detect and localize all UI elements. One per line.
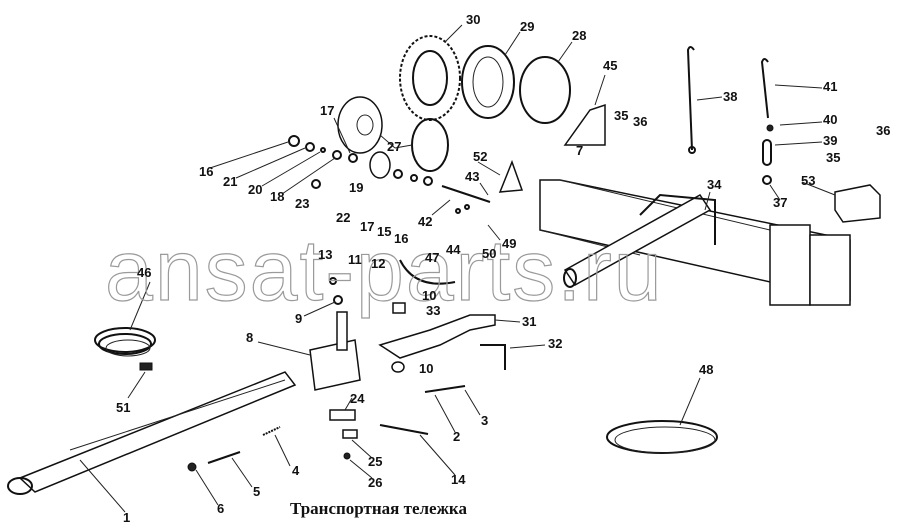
part-label: 16 bbox=[199, 164, 213, 179]
part-label: 1 bbox=[123, 510, 130, 525]
part-label: 47 bbox=[425, 250, 439, 265]
part-label: 8 bbox=[246, 330, 253, 345]
leader-lines bbox=[79, 24, 836, 513]
cable-parts bbox=[94, 259, 718, 454]
part-label: 17 bbox=[360, 219, 374, 234]
part-label: 49 bbox=[502, 236, 516, 251]
part-label: 25 bbox=[368, 454, 382, 469]
part-label: 35 bbox=[614, 108, 628, 123]
part-label: 12 bbox=[371, 256, 385, 271]
part-label: 21 bbox=[223, 174, 237, 189]
part-label: 16 bbox=[394, 231, 408, 246]
rim-part bbox=[411, 118, 449, 172]
parts-drawing bbox=[7, 35, 881, 495]
fasteners bbox=[288, 135, 470, 305]
part-label: 4 bbox=[292, 463, 300, 478]
part-label: 33 bbox=[426, 303, 440, 318]
tail-light-part bbox=[834, 184, 881, 223]
part-label: 35 bbox=[826, 150, 840, 165]
rim-band-part bbox=[519, 56, 571, 124]
part-label: 37 bbox=[773, 195, 787, 210]
part-label: 30 bbox=[466, 12, 480, 27]
part-label: 9 bbox=[295, 311, 302, 326]
part-label: 50 bbox=[482, 246, 496, 261]
wheel-chock-part bbox=[563, 103, 606, 146]
part-label: 24 bbox=[350, 391, 365, 406]
part-label: 14 bbox=[451, 472, 466, 487]
frame-part bbox=[539, 179, 851, 306]
part-label: 10 bbox=[422, 288, 436, 303]
part-label: 26 bbox=[368, 475, 382, 490]
part-label: 27 bbox=[387, 139, 401, 154]
part-label: 17 bbox=[320, 103, 334, 118]
part-label: 39 bbox=[823, 133, 837, 148]
part-label: 45 bbox=[603, 58, 617, 73]
part-label: 42 bbox=[418, 214, 432, 229]
part-label: 31 bbox=[522, 314, 536, 329]
part-label: 52 bbox=[473, 149, 487, 164]
wheel-disc-part bbox=[337, 96, 383, 154]
part-label: 2 bbox=[453, 429, 460, 444]
part-label: 15 bbox=[377, 224, 391, 239]
part-label: 40 bbox=[823, 112, 837, 127]
part-label: 32 bbox=[548, 336, 562, 351]
part-label: 46 bbox=[137, 265, 151, 280]
drawbar-part bbox=[7, 371, 297, 495]
part-label: 48 bbox=[699, 362, 713, 377]
part-label: 20 bbox=[248, 182, 262, 197]
part-labels: 30 29 28 45 38 41 40 39 36 35 53 37 34 3… bbox=[116, 12, 890, 525]
tire-part bbox=[399, 35, 461, 121]
part-label: 43 bbox=[465, 169, 479, 184]
part-label: 34 bbox=[707, 177, 722, 192]
part-label: 18 bbox=[270, 189, 284, 204]
part-label: 11 bbox=[348, 252, 362, 267]
part-label: 5 bbox=[253, 484, 260, 499]
watermark: ansat-parts.ru bbox=[105, 223, 664, 319]
part-label: 19 bbox=[349, 180, 363, 195]
rod-part bbox=[686, 46, 695, 151]
part-label: 36 bbox=[633, 114, 647, 129]
part-label: 28 bbox=[572, 28, 586, 43]
part-label: 38 bbox=[723, 89, 737, 104]
part-label: 23 bbox=[295, 196, 309, 211]
part-label: 7 bbox=[576, 143, 583, 158]
part-label: 22 bbox=[336, 210, 350, 225]
part-label: 41 bbox=[823, 79, 837, 94]
tube-part bbox=[461, 45, 515, 119]
part-label: 51 bbox=[116, 400, 130, 415]
part-label: 6 bbox=[217, 501, 224, 516]
part-label: 44 bbox=[446, 242, 461, 257]
diagram-caption: Транспортная тележка bbox=[290, 499, 467, 518]
part-label: 10 bbox=[419, 361, 433, 376]
part-label: 29 bbox=[520, 19, 534, 34]
part-label: 36 bbox=[876, 123, 890, 138]
part-label: 53 bbox=[801, 173, 815, 188]
part-label: 13 bbox=[318, 247, 332, 262]
part-label: 3 bbox=[481, 413, 488, 428]
